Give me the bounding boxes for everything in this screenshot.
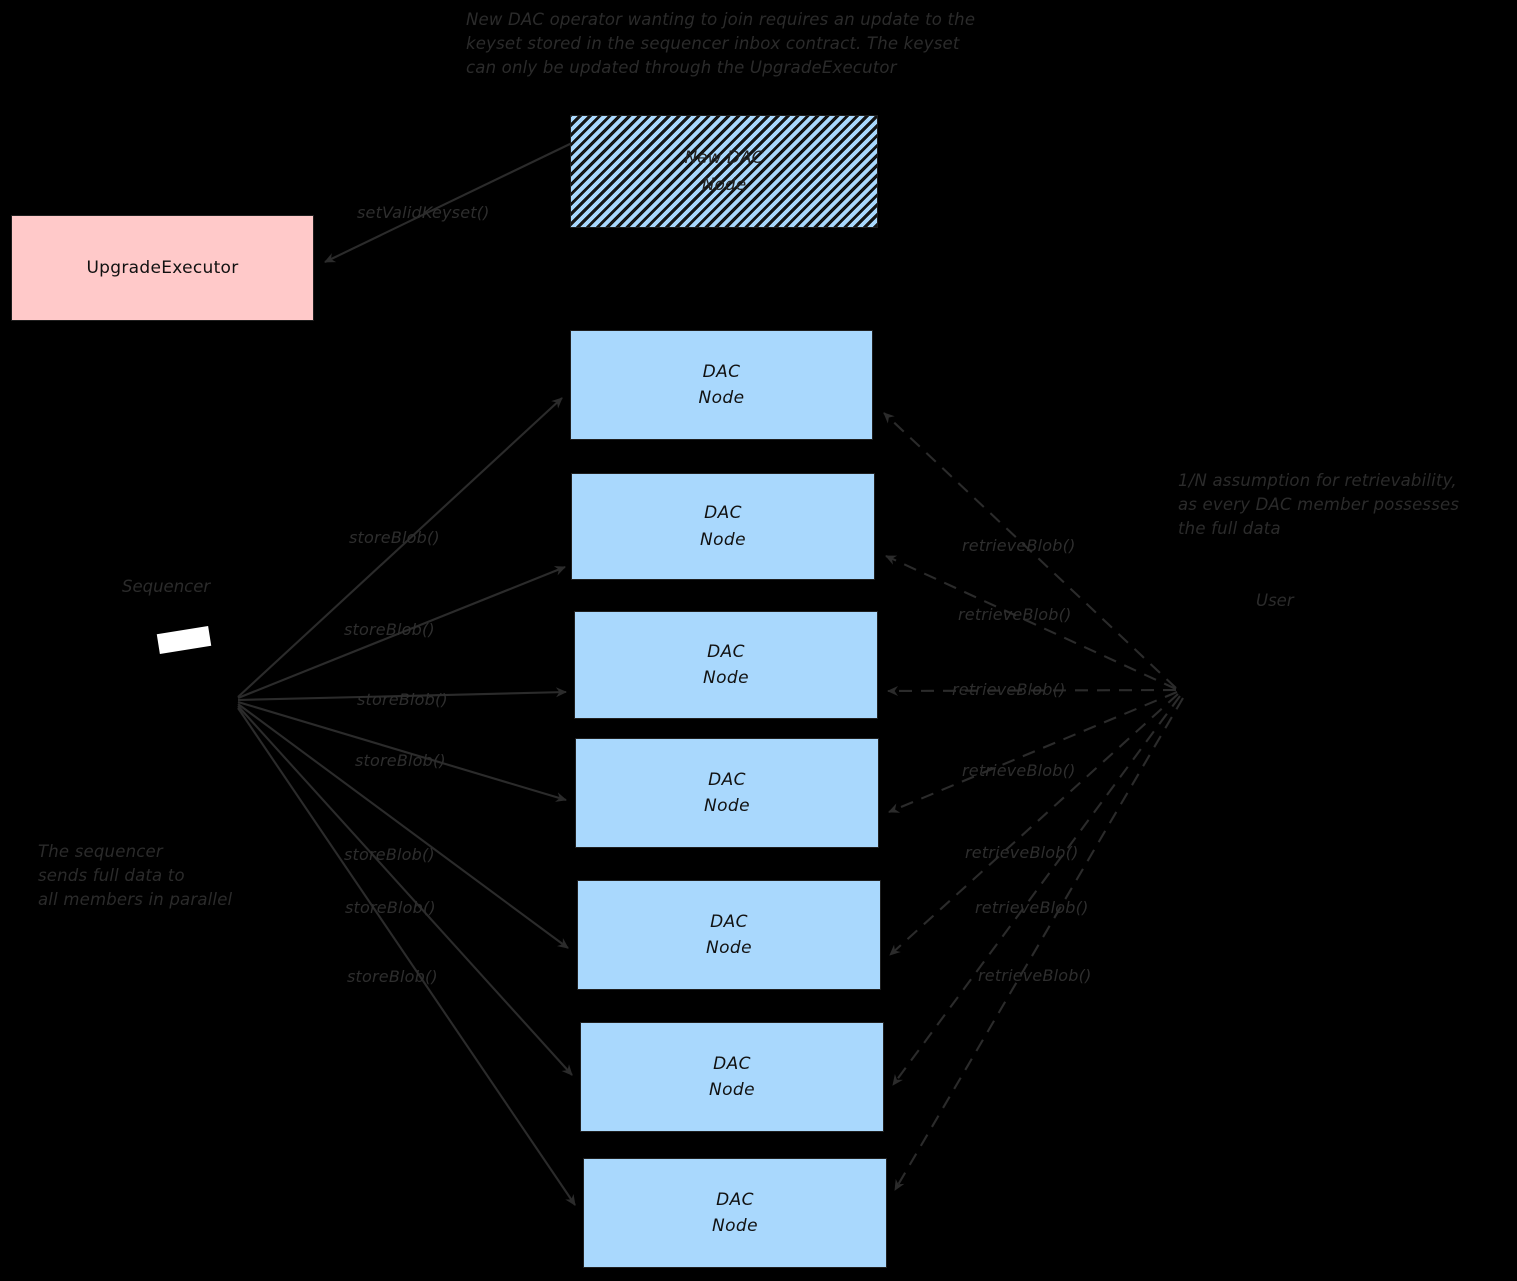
- edge-store-blob-2: [237, 566, 566, 699]
- edge-label-retrieve-blob-3: retrieveBlob(): [952, 680, 1066, 699]
- edge-retrieve-blob-7: [894, 697, 1184, 1191]
- edge-label-store-blob-5: storeBlob(): [344, 845, 435, 864]
- edge-retrieve-blob-4: [888, 691, 1178, 813]
- user-label: User: [1256, 591, 1294, 610]
- dac-node-4-line1: DAC: [708, 769, 746, 790]
- edge-store-blob-3: [237, 687, 567, 702]
- upgrade-executor-box[interactable]: UpgradeExecutor: [11, 215, 314, 321]
- dac-node-1-line1: DAC: [702, 361, 741, 382]
- dac-node-5-line2: Node: [706, 938, 752, 958]
- upgrade-executor-label: UpgradeExecutor: [86, 258, 239, 278]
- edge-label-retrieve-blob-5: retrieveBlob(): [965, 843, 1079, 862]
- new-dac-node-box[interactable]: New DAC Node: [570, 115, 878, 228]
- edge-label-store-blob-6: storeBlob(): [345, 898, 436, 917]
- dac-node-6-line2: Node: [709, 1080, 755, 1100]
- dac-node-box-4[interactable]: DAC Node: [575, 738, 879, 848]
- dac-node-7-line2: Node: [712, 1216, 758, 1236]
- edge-retrieve-blob-1: [883, 412, 1177, 689]
- dac-node-box-6[interactable]: DAC Node: [580, 1022, 884, 1132]
- edge-store-blob-6: [237, 705, 573, 1076]
- edge-label-store-blob-2: storeBlob(): [344, 620, 435, 639]
- note-top-keyset-update: New DAC operator wanting to join require…: [466, 10, 976, 77]
- note-sequencer-parallel: The sequencer sends full data to all mem…: [38, 842, 233, 909]
- edge-label-retrieve-blob-2: retrieveBlob(): [958, 605, 1072, 624]
- edge-retrieve-blob-3: [887, 685, 1177, 696]
- edge-store-blob-7: [237, 707, 576, 1206]
- edge-store-blob-4: [237, 700, 567, 802]
- edge-store-blob-5: [237, 703, 569, 949]
- edge-label-retrieve-blob-4: retrieveBlob(): [962, 761, 1076, 780]
- new-dac-node-line1: New DAC: [684, 148, 764, 169]
- edge-label-set-valid-keyset: setValidKeyset(): [357, 203, 490, 222]
- note-retrievability-assumption: 1/N assumption for retrievability, as ev…: [1178, 471, 1460, 538]
- dac-node-3-line2: Node: [703, 668, 749, 688]
- dac-node-1-line2: Node: [698, 388, 745, 408]
- dac-node-box-1[interactable]: DAC Node: [570, 330, 873, 440]
- edge-label-retrieve-blob-1: retrieveBlob(): [962, 536, 1076, 555]
- edge-label-store-blob-7: storeBlob(): [347, 967, 438, 986]
- edge-group-store-blob: [237, 397, 576, 1206]
- dac-node-box-5[interactable]: DAC Node: [577, 880, 881, 990]
- dac-node-2-line2: Node: [700, 529, 746, 550]
- dac-node-4-line2: Node: [704, 796, 750, 816]
- edge-retrieve-blob-2: [885, 555, 1177, 690]
- edge-label-retrieve-blob-7: retrieveBlob(): [978, 966, 1092, 985]
- dac-node-6-line1: DAC: [713, 1053, 751, 1074]
- dac-node-3-line1: DAC: [707, 641, 745, 662]
- dac-node-box-7[interactable]: DAC Node: [583, 1158, 887, 1268]
- edge-retrieve-blob-6: [892, 695, 1181, 1086]
- edge-store-blob-1: [237, 397, 563, 698]
- dac-node-2-line1: DAC: [704, 503, 742, 524]
- edge-group-retrieve-blob: [883, 412, 1184, 1191]
- dac-node-5-line1: DAC: [710, 911, 748, 932]
- new-dac-node-line2: Node: [701, 174, 747, 195]
- edge-set-valid-keyset: [324, 142, 573, 263]
- edge-label-store-blob-1: storeBlob(): [349, 528, 440, 547]
- edge-label-store-blob-4: storeBlob(): [355, 751, 446, 770]
- dac-node-box-3[interactable]: DAC Node: [574, 611, 878, 719]
- sequencer-label: Sequencer: [122, 577, 211, 596]
- dac-node-box-2[interactable]: DAC Node: [571, 473, 875, 580]
- dac-node-7-line1: DAC: [716, 1189, 754, 1210]
- edge-label-retrieve-blob-6: retrieveBlob(): [975, 898, 1089, 917]
- edge-label-store-blob-3: storeBlob(): [357, 690, 448, 709]
